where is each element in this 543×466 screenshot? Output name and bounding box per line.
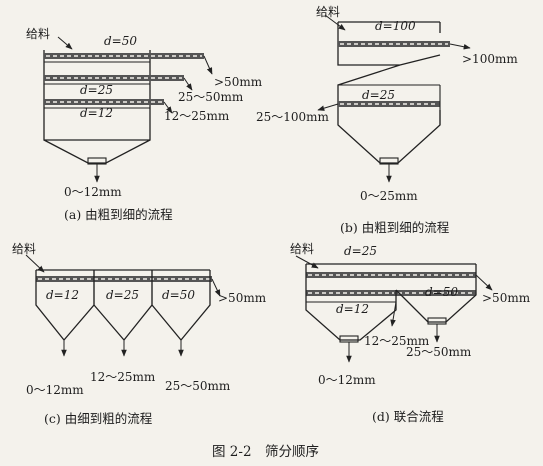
- panel-a-out-1: >50mm: [214, 75, 263, 89]
- panel-c-feed-label: 给料: [12, 242, 36, 256]
- panel-c-bottom-1: 0～12mm: [26, 383, 84, 397]
- panel-b: 给料 d=100 d=25 >100mm 25～100mm 0～25mm (b)…: [256, 5, 518, 235]
- panel-c: 给料 d=12 d=25 d=50 >50mm 0～12mm 12～25mm 2…: [12, 242, 267, 426]
- panel-d-deck-1: [306, 272, 476, 278]
- panel-d-d2: d=12: [336, 302, 369, 316]
- panel-d-out-2: 12～25mm: [364, 334, 430, 348]
- panel-d-caption: (d) 联合流程: [372, 409, 444, 424]
- panel-d-out-1: >50mm: [482, 291, 531, 305]
- panel-b-deck-1: [338, 41, 450, 47]
- panel-b-d2: d=25: [362, 88, 395, 102]
- panel-b-out-1: >100mm: [462, 52, 518, 66]
- panel-a-caption: (a) 由粗到细的流程: [64, 207, 173, 222]
- panel-c-d1: d=12: [46, 288, 79, 302]
- panel-c-caption: (c) 由细到粗的流程: [44, 411, 153, 426]
- panel-a-out-2: 25～50mm: [178, 90, 244, 104]
- panel-b-housing: [337, 21, 441, 164]
- panel-b-caption: (b) 由粗到细的流程: [340, 220, 450, 235]
- panel-a: 给料 d=50 d=25 d=12 >50mm 25～50mm 12～25mm …: [26, 27, 263, 222]
- panel-b-d1: d=100: [375, 19, 416, 33]
- panel-b-feed-label: 给料: [316, 5, 340, 19]
- panel-d-d3: d=50: [425, 285, 458, 299]
- panel-d-bottom-2: 25～50mm: [406, 345, 472, 359]
- panel-a-bottom: 0～12mm: [64, 185, 122, 199]
- panel-a-d1: d=50: [104, 34, 137, 48]
- panel-a-out-3: 12～25mm: [164, 109, 230, 123]
- panel-c-bottom-3: 25～50mm: [165, 379, 231, 393]
- panel-a-feed-label: 给料: [26, 27, 50, 41]
- panel-d-bottom-1: 0～12mm: [318, 373, 376, 387]
- panel-c-out-1: >50mm: [218, 291, 267, 305]
- panel-c-d2: d=25: [106, 288, 139, 302]
- panel-d-feed-label: 给料: [290, 242, 314, 256]
- panel-d-d1: d=25: [344, 244, 377, 258]
- panel-a-d2: d=25: [80, 83, 113, 97]
- panel-b-bottom: 0～25mm: [360, 189, 418, 203]
- panel-c-d3: d=50: [162, 288, 195, 302]
- panel-a-deck-2: [44, 75, 184, 81]
- panel-d: 给料 d=25 d=12 d=50 >50mm 12～25mm 0～12mm 2…: [290, 242, 531, 424]
- panel-a-d3: d=12: [80, 106, 113, 120]
- panel-b-out-2: 25～100mm: [256, 110, 330, 124]
- figure-caption: 图 2-2 筛分顺序: [212, 444, 319, 460]
- panel-a-housing: [43, 50, 151, 164]
- panel-c-bottom-2: 12～25mm: [90, 370, 156, 384]
